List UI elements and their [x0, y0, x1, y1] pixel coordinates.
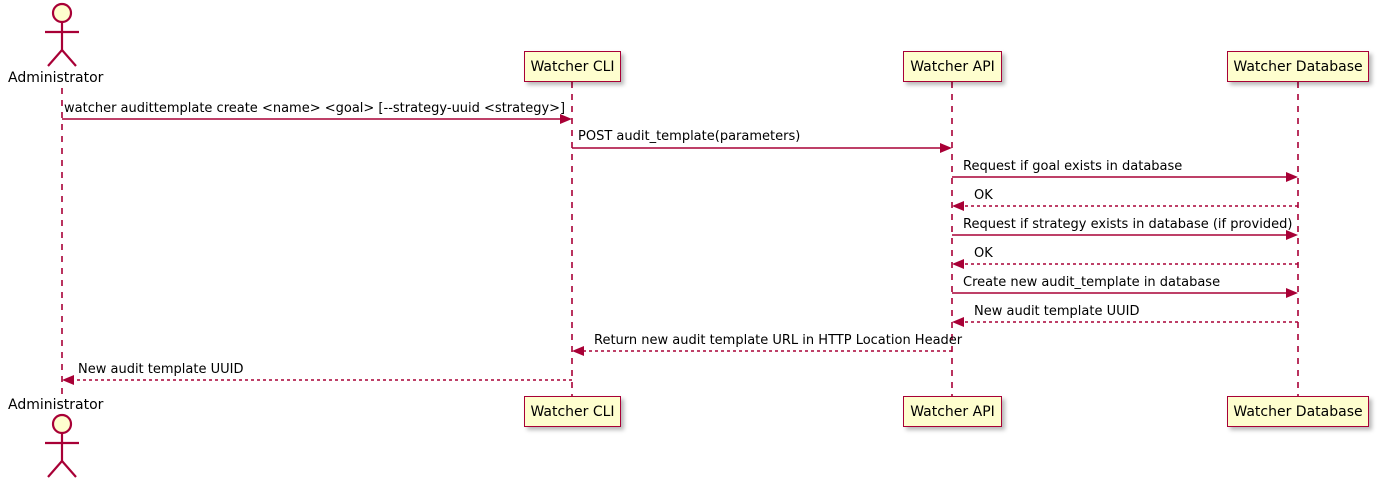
- actor-leg-left-icon: [47, 460, 63, 478]
- message-arrow-7: [952, 288, 1298, 298]
- message-arrow-2: [572, 143, 952, 153]
- message-label-6: OK: [974, 246, 993, 261]
- participant-box-watcher-api-top[interactable]: Watcher API: [903, 51, 1002, 82]
- message-arrow-9: [572, 346, 952, 356]
- message-arrow-1: [62, 114, 572, 124]
- participant-label-watcher-database: Watcher Database: [1233, 58, 1363, 75]
- message-label-3: Request if goal exists in database: [963, 159, 1183, 174]
- message-arrow-5: [952, 230, 1298, 240]
- message-label-4: OK: [974, 188, 993, 203]
- message-label-8: New audit template UUID: [974, 304, 1140, 319]
- message-label-2: POST audit_template(parameters): [578, 129, 801, 144]
- message-label-1: watcher audittemplate create <name> <goa…: [64, 101, 566, 116]
- message-arrow-6: [952, 259, 1298, 269]
- message-arrow-4: [952, 201, 1298, 211]
- participant-box-watcher-api-bottom[interactable]: Watcher API: [903, 396, 1002, 427]
- actor-administrator-bottom: [45, 413, 79, 478]
- actor-label-administrator-top: Administrator: [8, 70, 104, 86]
- actor-leg-left-icon: [47, 49, 63, 67]
- actor-head-icon: [51, 413, 73, 435]
- participant-label-watcher-cli: Watcher CLI: [530, 58, 615, 75]
- message-arrow-3: [952, 172, 1298, 182]
- message-label-10: New audit template UUID: [78, 362, 244, 377]
- message-label-7: Create new audit_template in database: [963, 275, 1221, 290]
- participant-box-watcher-database-top[interactable]: Watcher Database: [1227, 51, 1369, 82]
- message-label-9: Return new audit template URL in HTTP Lo…: [594, 333, 963, 348]
- actor-leg-right-icon: [61, 49, 77, 67]
- participant-box-watcher-database-bottom[interactable]: Watcher Database: [1227, 396, 1369, 427]
- actor-administrator-top: [45, 2, 79, 67]
- message-arrow-8: [952, 317, 1298, 327]
- participant-label-watcher-database: Watcher Database: [1233, 403, 1363, 420]
- actor-head-icon: [51, 2, 73, 24]
- lifelines: [61, 82, 1299, 398]
- message-arrow-10: [62, 375, 572, 385]
- message-label-5: Request if strategy exists in database (…: [963, 217, 1293, 232]
- participant-label-watcher-cli: Watcher CLI: [530, 403, 615, 420]
- participant-label-watcher-api: Watcher API: [910, 58, 995, 75]
- participant-box-watcher-cli-top[interactable]: Watcher CLI: [524, 51, 621, 82]
- participant-label-watcher-api: Watcher API: [910, 403, 995, 420]
- message-arrows: [62, 114, 1298, 385]
- actor-leg-right-icon: [61, 460, 77, 478]
- participant-box-watcher-cli-bottom[interactable]: Watcher CLI: [524, 396, 621, 427]
- actor-label-administrator-bottom: Administrator: [8, 397, 104, 413]
